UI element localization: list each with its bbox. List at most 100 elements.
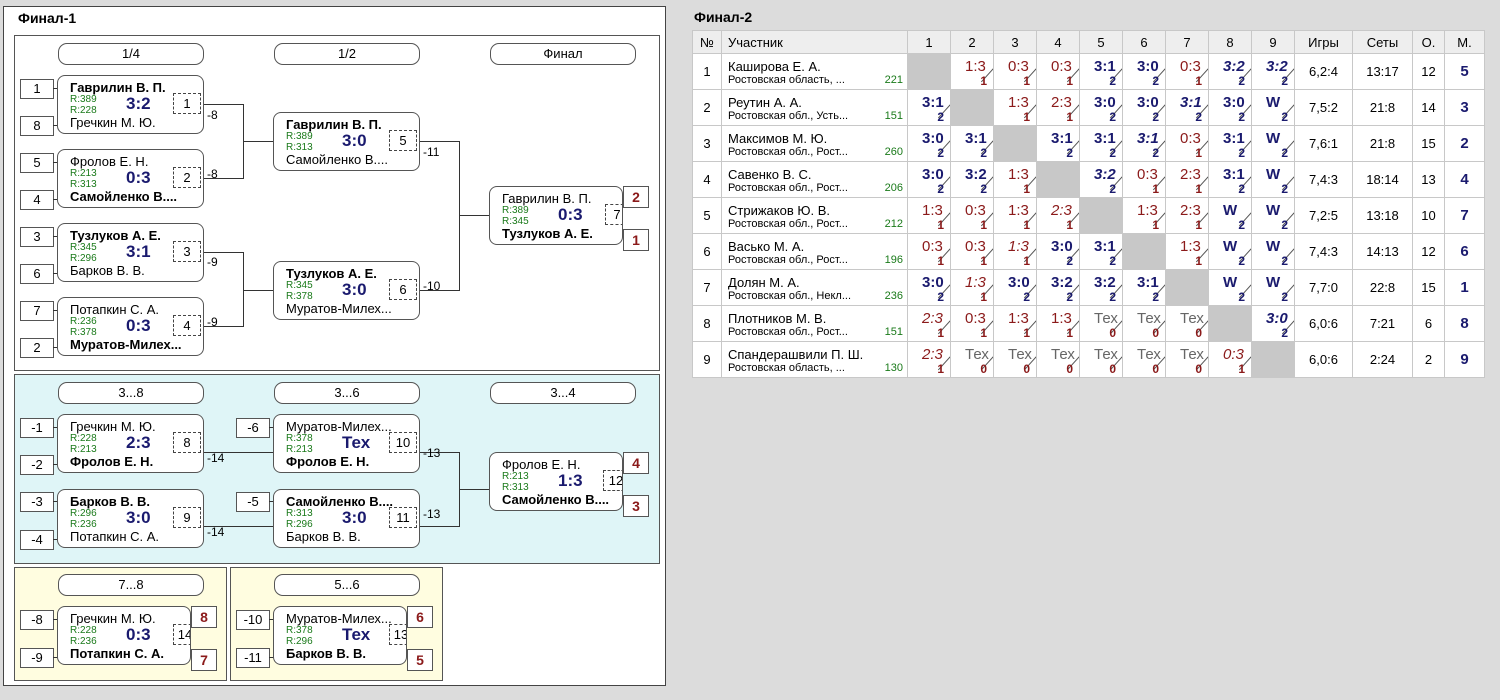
match-q2[interactable]: Фролов Е. Н. R:213 R:313 0:3 2 Самойленк… (57, 149, 204, 208)
participant-cell[interactable]: Долян М. А.Ростовская обл., Некл...236 (721, 269, 908, 306)
col-header[interactable]: Участник (721, 30, 908, 54)
match-c4[interactable]: Самойленко В.... R:313 R:296 3:0 11 Барк… (273, 489, 420, 548)
col-header[interactable]: Сеты (1352, 30, 1413, 54)
col-header[interactable]: 5 (1079, 30, 1123, 54)
col-header[interactable]: 2 (950, 30, 994, 54)
col-header[interactable]: № (692, 30, 722, 54)
participant-cell[interactable]: Плотников М. В.Ростовская обл., Рост...1… (721, 305, 908, 342)
match-c2[interactable]: Барков В. В. R:296 R:236 3:0 9 Потапкин … (57, 489, 204, 548)
participant-cell[interactable]: Спандерашвили П. Ш.Ростовская область, .… (721, 341, 908, 378)
col-header[interactable]: 9 (1251, 30, 1295, 54)
col-header[interactable]: Игры (1294, 30, 1353, 54)
match-c1[interactable]: Гречкин М. Ю. R:228 R:213 2:3 8 Фролов Е… (57, 414, 204, 473)
col-header[interactable]: М. (1444, 30, 1485, 54)
match-c5[interactable]: Фролов Е. Н. R:213 R:313 1:3 12 Самойлен… (489, 452, 623, 511)
match-c7[interactable]: Муратов-Милех... R:378 R:296 Тех 13 Барк… (273, 606, 407, 665)
col-header[interactable]: 7 (1165, 30, 1209, 54)
col-header[interactable]: 1 (907, 30, 951, 54)
match-c3[interactable]: Муратов-Милех... R:378 R:213 Тех 10 Фрол… (273, 414, 420, 473)
participant-cell[interactable]: Каширова Е. А.Ростовская область, ...221 (721, 53, 908, 90)
col-header[interactable]: 8 (1208, 30, 1252, 54)
match-s2[interactable]: Тузлуков А. Е. R:345 R:378 3:0 6 Муратов… (273, 261, 420, 320)
col-header[interactable]: О. (1412, 30, 1445, 54)
match-q4[interactable]: Потапкин С. А. R:236 R:378 0:3 4 Муратов… (57, 297, 204, 356)
match-s1[interactable]: Гаврилин В. П. R:389 R:313 3:0 5 Самойле… (273, 112, 420, 171)
participant-cell[interactable]: Стрижаков Ю. В.Ростовская обл., Рост...2… (721, 197, 908, 234)
participant-cell[interactable]: Васько М. А.Ростовская обл., Рост...196 (721, 233, 908, 270)
participant-cell[interactable]: Максимов М. Ю.Ростовская обл., Рост...26… (721, 125, 908, 162)
col-header[interactable]: 6 (1122, 30, 1166, 54)
col-header[interactable]: 3 (993, 30, 1037, 54)
participant-cell[interactable]: Реутин А. А.Ростовская обл., Усть...151 (721, 89, 908, 126)
